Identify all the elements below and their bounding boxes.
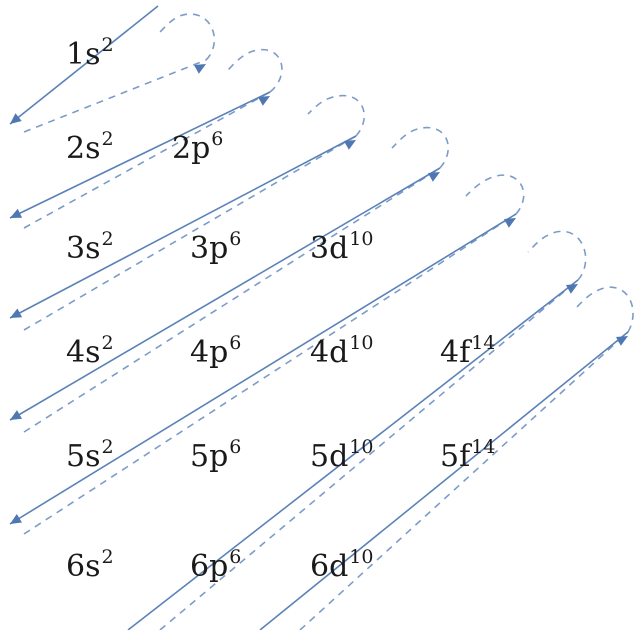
electron-count: 2	[101, 546, 113, 568]
arrowhead-icon	[615, 336, 628, 346]
orbital-label-5p: 5p6	[190, 436, 241, 474]
return-dashed-line	[23, 213, 517, 535]
arrowhead-icon	[427, 172, 440, 182]
return-dashed-line	[299, 331, 629, 630]
orbital-label-5d: 5d10	[310, 436, 373, 474]
arrowhead-icon	[10, 513, 22, 524]
electron-count: 10	[349, 332, 373, 354]
arrow-icon	[9, 213, 517, 525]
orbital-label-3s: 3s2	[66, 228, 114, 266]
arrow-icon	[9, 135, 357, 319]
arrow-icon	[259, 331, 629, 630]
orbital-label-5f: 5f14	[440, 436, 495, 474]
electron-count: 6	[229, 546, 241, 568]
electron-count: 6	[229, 436, 241, 458]
orbital-label-4d: 4d10	[310, 332, 373, 370]
orbital-name: 3s	[66, 231, 100, 266]
electron-count: 2	[101, 228, 113, 250]
orbital-name: 4d	[310, 335, 348, 370]
arrowhead-icon	[10, 113, 22, 124]
return-dashed-line	[23, 59, 207, 133]
arrowhead-icon	[193, 64, 206, 74]
orbital-label-2s: 2s2	[66, 128, 114, 166]
electron-count: 2	[101, 34, 113, 56]
orbital-name: 6s	[66, 549, 100, 584]
electron-count: 2	[101, 128, 113, 150]
orbital-label-5s: 5s2	[66, 436, 114, 474]
dashed-loop-icon	[307, 94, 366, 137]
return-dashed-line	[23, 167, 441, 433]
arrowhead-icon	[10, 208, 23, 218]
orbital-label-4p: 4p6	[190, 332, 241, 370]
orbital-name: 6d	[310, 549, 348, 584]
orbital-name: 4f	[440, 335, 472, 370]
orbital-label-1s: 1s2	[66, 34, 114, 72]
arrow-icon	[9, 167, 441, 421]
return-dashed-line	[23, 91, 271, 229]
dashed-loop-icon	[527, 230, 587, 281]
orbital-label-2p: 2p6	[172, 128, 223, 166]
electron-count: 2	[101, 436, 113, 458]
arrow-icon	[9, 5, 159, 125]
orbital-label-6p: 6p6	[190, 546, 241, 584]
electron-count: 10	[349, 546, 373, 568]
orbital-name: 5p	[190, 439, 228, 474]
arrowhead-icon	[503, 218, 516, 228]
orbital-label-4s: 4s2	[66, 332, 114, 370]
orbital-name: 1s	[66, 37, 100, 72]
electron-count: 14	[471, 332, 495, 354]
electron-count: 6	[229, 228, 241, 250]
orbital-name: 2s	[66, 131, 100, 166]
orbital-name: 5s	[66, 439, 100, 474]
orbital-name: 5f	[440, 439, 472, 474]
dashed-loop-icon	[465, 174, 525, 215]
arrowhead-icon	[257, 96, 270, 106]
arrow-icon	[9, 91, 271, 219]
diagonal-arrows	[9, 5, 634, 630]
orbital-label-6s: 6s2	[66, 546, 114, 584]
orbital-name: 3p	[190, 231, 228, 266]
orbital-label-3d: 3d10	[310, 228, 373, 266]
dashed-loop-icon	[159, 13, 216, 61]
electron-count: 6	[229, 332, 241, 354]
electron-count: 6	[211, 128, 223, 150]
orbital-name: 4p	[190, 335, 228, 370]
orbital-name: 3d	[310, 231, 348, 266]
arrowhead-icon	[10, 410, 23, 420]
arrow-icon	[127, 279, 579, 630]
orbital-label-6d: 6d10	[310, 546, 373, 584]
orbital-name: 4s	[66, 335, 100, 370]
electron-count: 10	[349, 436, 373, 458]
electron-count: 2	[101, 332, 113, 354]
electron-count: 14	[471, 436, 495, 458]
orbital-label-3p: 3p6	[190, 228, 241, 266]
electron-count: 10	[349, 228, 373, 250]
orbital-label-4f: 4f14	[440, 332, 495, 370]
arrowhead-icon	[565, 284, 578, 294]
arrowhead-icon	[343, 140, 356, 150]
orbital-name: 2p	[172, 131, 210, 166]
dashed-loop-icon	[573, 286, 634, 333]
dashed-loop-icon	[227, 48, 283, 93]
arrowhead-icon	[10, 308, 23, 318]
orbital-name: 6p	[190, 549, 228, 584]
dashed-loop-icon	[391, 126, 450, 169]
orbital-name: 5d	[310, 439, 348, 474]
